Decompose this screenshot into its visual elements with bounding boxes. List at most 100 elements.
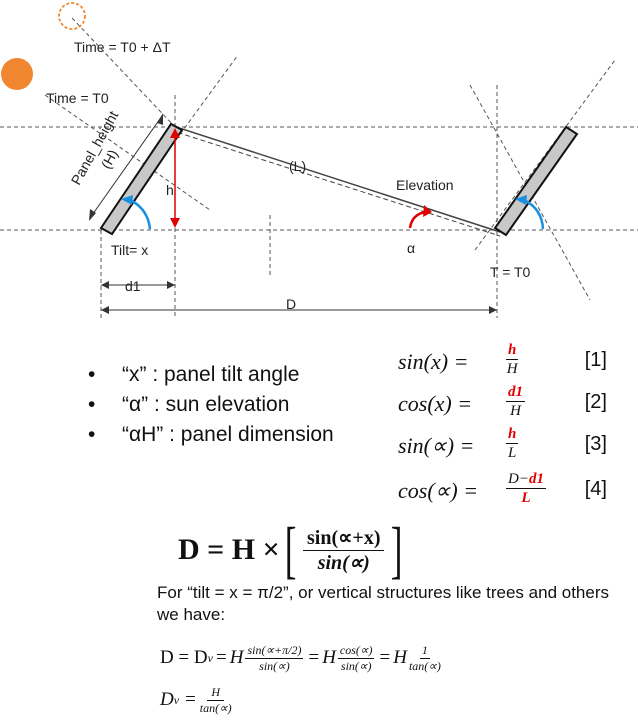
equation-3-den: L [508,445,517,461]
dv-eq: = [185,689,196,710]
dv-num: H [207,685,225,701]
derivation-eq-3: = [379,647,391,668]
equation-2-lhs: cos(x) = [398,391,473,416]
sun-ray-future [71,17,176,128]
derivation-eq-1: = [216,647,227,668]
equation-1-fraction: h H [506,341,519,378]
L-label: (L) [289,158,306,174]
alpha-label: α [407,240,415,256]
elevation-arrow-icon [423,205,432,217]
main-equation-lhs: D = H × [178,533,280,566]
derivation-H-3: H [393,647,407,668]
tilt-arrow-right-icon [515,195,527,205]
equation-3: sin(∝) = h L [3] [398,425,613,465]
equation-1-ref: [1] [584,349,607,371]
equation-2-ref: [2] [584,391,607,413]
dv-fraction: H tan(∝) [200,685,232,716]
main-equation-fraction: sin(∝+x) sin(∝) [303,526,385,575]
derivation-fraction-2: cos(∝) sin(∝) [337,642,375,674]
bullet-icon: • [88,423,96,446]
main-equation-den: sin(∝) [317,551,370,574]
derivation-eq-2: = [308,647,320,668]
equation-4-num-b: d1 [528,471,544,487]
equation-2: cos(x) = d1 H [2] [398,383,613,423]
equation-2-den: H [510,403,521,419]
equation-4-num: D−d1 [506,470,546,489]
equation-1: sin(x) = h H [1] [398,341,613,381]
derivation-fraction-3: 1 tan(∝) [409,643,441,674]
derivation-f2-num: cos(∝) [337,642,375,659]
equation-1-den: H [506,361,518,377]
tilt-arc-left-icon [131,199,152,230]
panel-height-arrow-bottom-icon [89,209,96,221]
definition-tilt: “x” : panel tilt angle [122,363,300,386]
left-solar-panel [99,122,184,236]
tilt-arrow-left-icon [121,195,133,205]
dv-sub: v [173,692,180,707]
d1-arrow-left-icon [101,281,109,289]
derivation-H-2: H [322,647,336,668]
t-label: T = T0 [490,264,531,280]
right-solar-panel [493,125,579,237]
h-label: h [166,182,174,198]
panel-height-dimension [89,115,163,219]
equation-3-num: h [506,426,519,444]
equation-4-fraction: D−d1 L [506,470,546,507]
bracket-right-icon: ] [391,514,404,585]
vertical-structure-note: For “tilt = x = π/2”, or vertical struct… [157,583,609,624]
derivation-fraction-1: sin(∝+π/2) sin(∝) [245,642,304,674]
equation-2-fraction: d1 H [506,383,525,420]
h-arrow-top-icon [170,128,180,138]
derivation-f3-num: 1 [419,642,430,659]
time-future-label: Time = T0 + ΔT [74,39,171,55]
list-item: • “αH” : panel dimension [88,420,334,450]
diagonal-left-a [44,94,211,211]
elevation-label: Elevation [396,177,454,193]
equation-1-lhs: sin(x) = [398,349,469,374]
sun-ray-L [169,124,501,233]
equation-4-lhs: cos(∝) = [398,478,479,503]
derivation-sub-v: v [207,650,213,665]
solar-panel-shading-diagram: Time = T0 + ΔT Time = T0 Panel_height (H… [0,2,638,318]
time-now-label: Time = T0 [46,90,109,106]
D-arrow-left-icon [101,306,109,314]
D-arrow-right-icon [489,306,497,314]
diagonal-right-a [469,84,591,301]
main-equation: D = H × [ sin(∝+x) sin(∝) ] [178,514,408,585]
equation-4-den: L [521,490,531,506]
definition-dimension: “αH” : panel dimension [122,423,334,446]
derivation-f3-den: tan(∝) [408,658,441,673]
list-item: •“x” : panel tilt angle [88,360,334,390]
panel-height-label: Panel_height [68,108,122,187]
equation-4-ref: [4] [584,478,607,500]
list-item: • “α” : sun elevation [88,390,334,420]
derivation-lhs: D = D [160,647,208,668]
bullet-icon: • [88,393,96,416]
main-equation-num: sin(∝+x) [303,526,385,551]
panel-height-arrow-top-icon [157,113,163,125]
derivation-f1-num: sin(∝+π/2) [245,642,304,659]
definition-list: •“x” : panel tilt angle •“α” : sun eleva… [88,360,334,450]
equation-4-num-a: D− [508,471,529,487]
equation-3-lhs: sin(∝) = [398,433,475,458]
d1-label: d1 [125,278,141,294]
D-label: D [286,296,296,312]
d1-arrow-right-icon [167,281,175,289]
h-arrow-bottom-icon [170,218,180,228]
derivation-H-1: H [229,647,244,668]
equation-4: cos(∝) = D−d1 L [4] [398,470,613,510]
tilt-label: Tilt= x [111,242,148,258]
derivation-f1-den: sin(∝) [259,658,290,673]
sun-future-icon [58,2,86,30]
sun-ray-L-shadow [169,129,501,237]
dv-lhs: D [160,689,174,710]
definition-elevation: “α” : sun elevation [122,393,290,416]
derivation-f2-den: sin(∝) [340,658,372,673]
tilt-arc-right-icon [525,199,545,230]
dv-den: tan(∝) [199,700,232,715]
equation-2-num: d1 [506,384,525,402]
diagonal-right-b [474,59,616,251]
equation-3-ref: [3] [584,433,607,455]
